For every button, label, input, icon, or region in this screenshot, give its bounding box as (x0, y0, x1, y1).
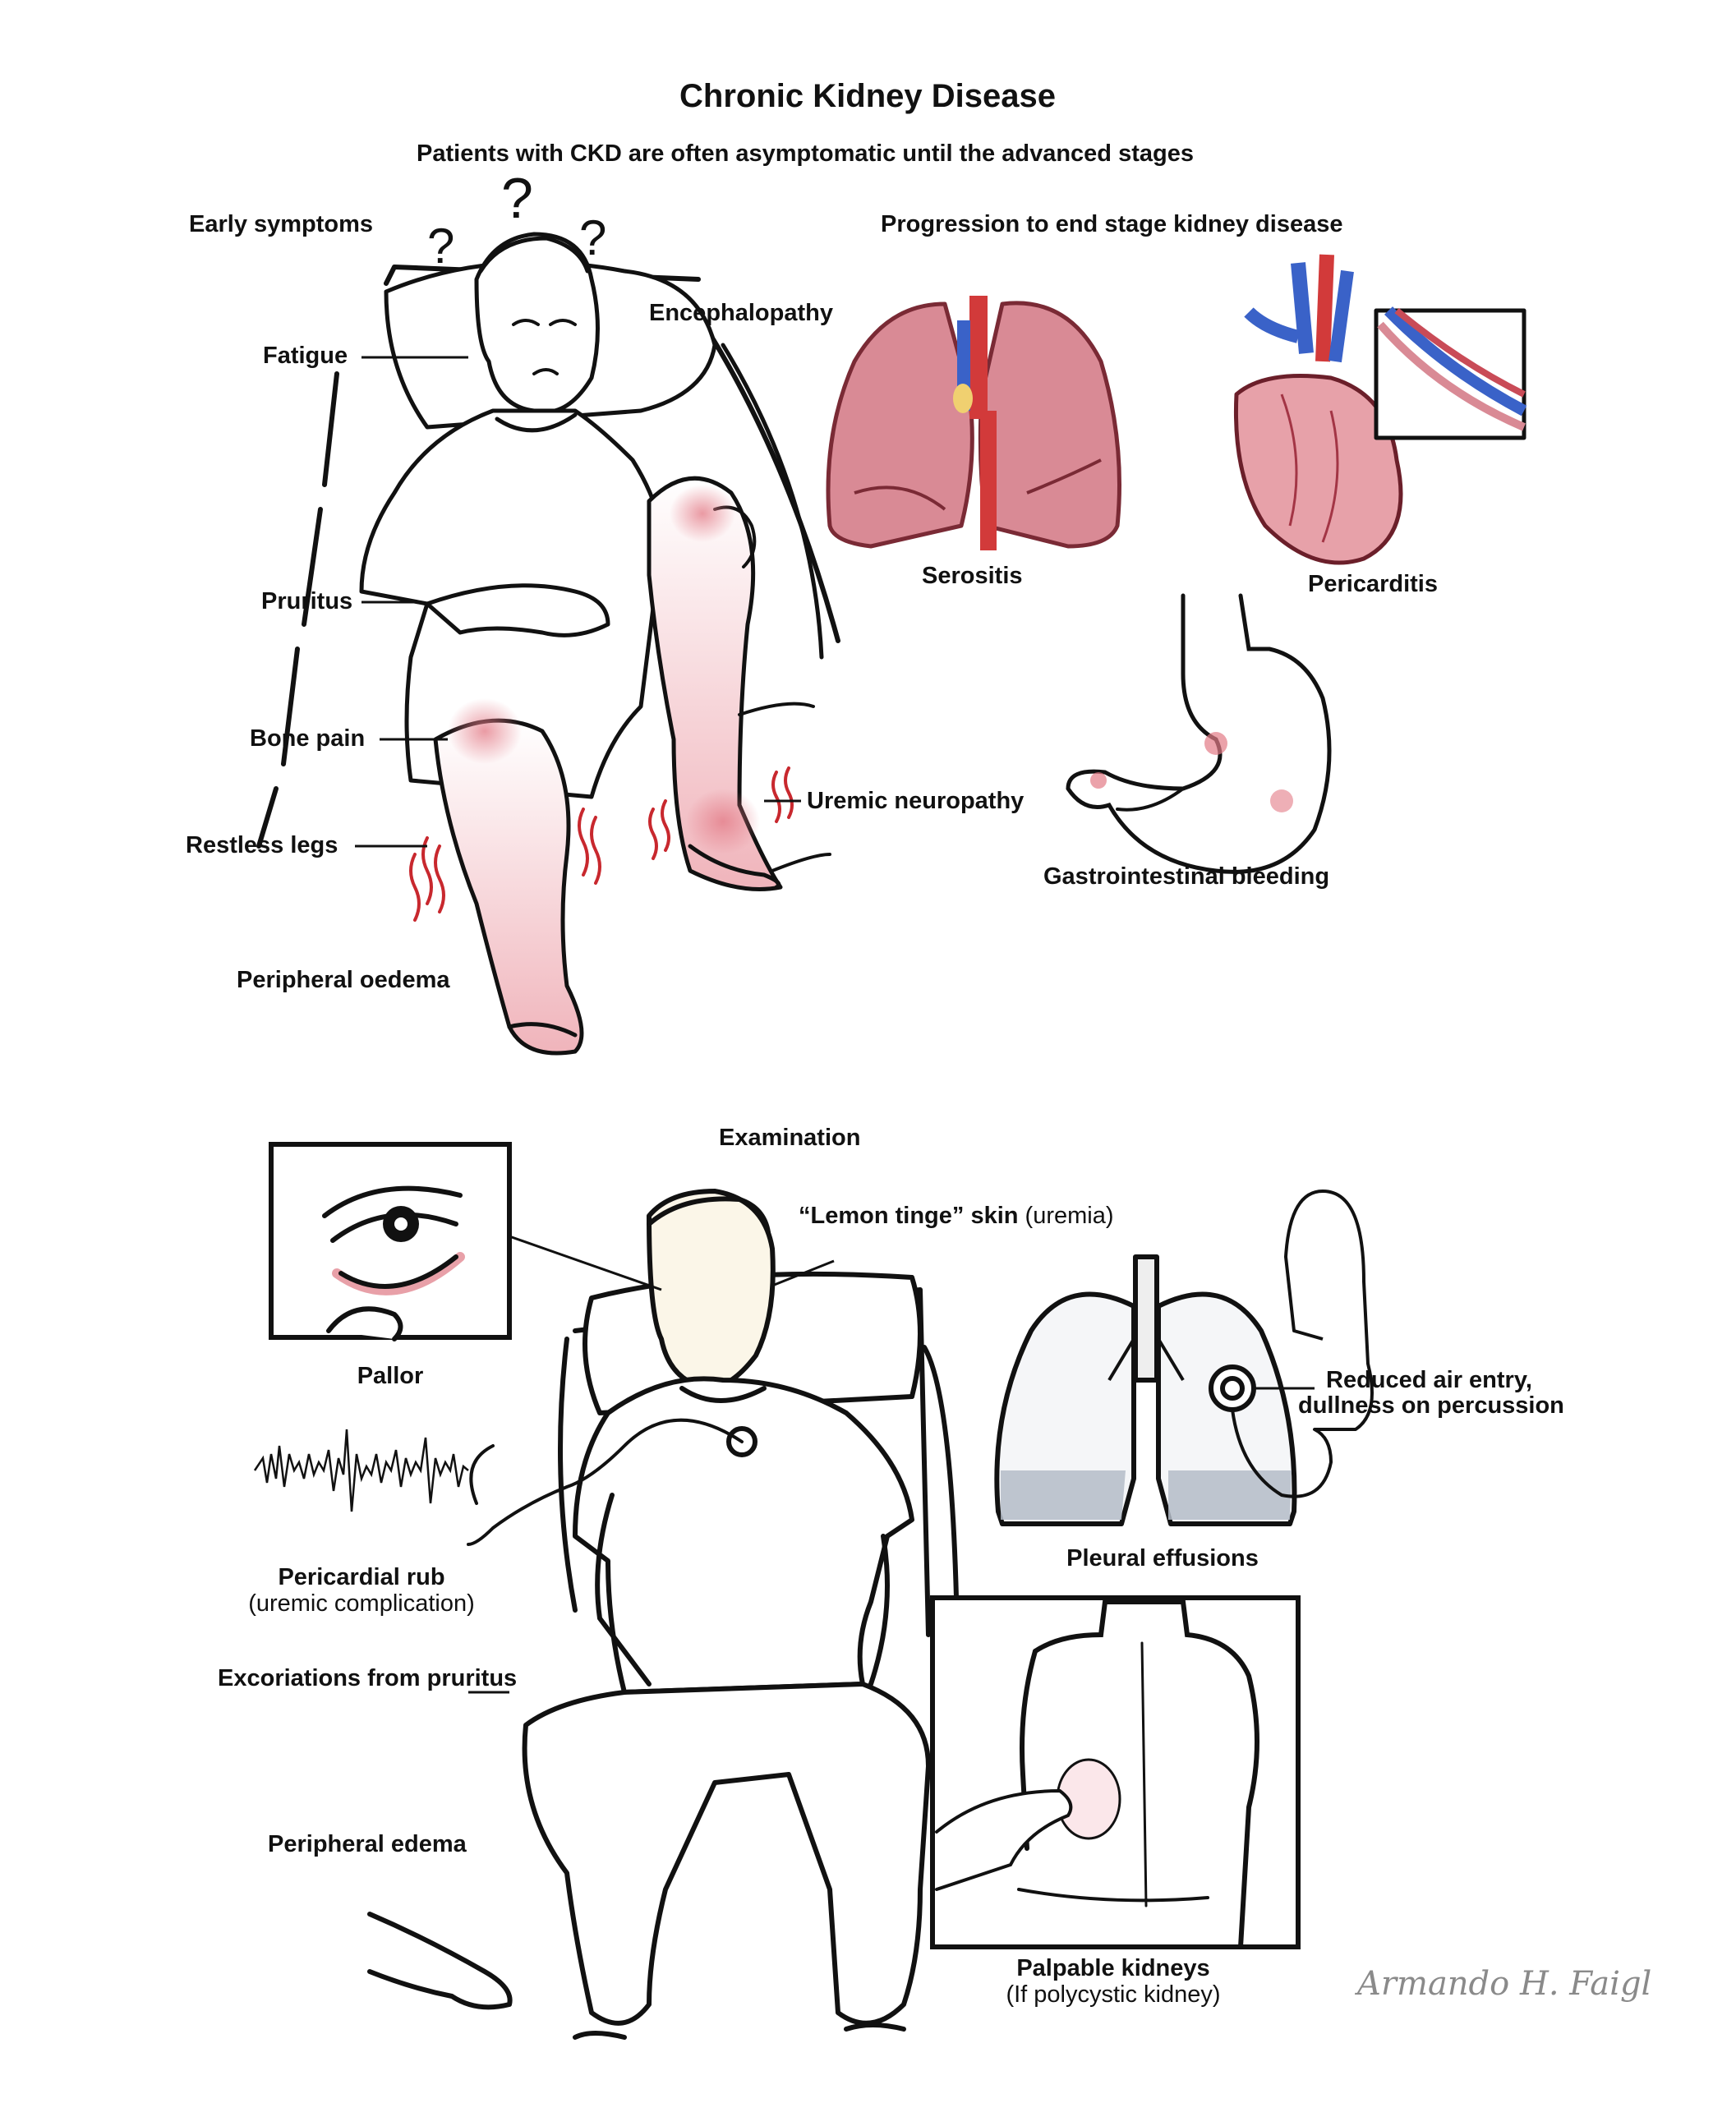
knee-glow (670, 485, 735, 542)
label-uremic-neuropathy: Uremic neuropathy (807, 788, 1025, 814)
early-symptoms-figure: ? ? ? (256, 166, 840, 1056)
foot-glow (686, 789, 760, 854)
label-pruritus: Pruritus (261, 588, 353, 614)
early-leader-lines (355, 356, 801, 848)
label-pericardial-rub: Pericardial rub (278, 1564, 445, 1590)
exam-figure (367, 1189, 960, 2040)
label-lemon-tinge: “Lemon tinge” skin (uremia) (799, 1203, 1114, 1230)
label-bone-pain: Bone pain (250, 725, 366, 752)
progression-heading: Progression to end stage kidney disease (881, 211, 1343, 237)
palpable-kidneys-inset (930, 1595, 1301, 1949)
tremor-marks (409, 766, 794, 922)
svg-text:?: ? (501, 166, 533, 230)
label-pericardial-rub-sub: (uremic complication) (248, 1590, 475, 1617)
label-reduced-air-entry: Reduced air entry, (1326, 1367, 1532, 1393)
stomach-gi-bleeding (1066, 593, 1332, 874)
label-dullness-percussion: dullness on percussion (1298, 1392, 1564, 1419)
label-restless-legs: Restless legs (186, 832, 338, 858)
label-lemon-tinge-rest: (uremia) (1018, 1203, 1114, 1229)
label-pericarditis: Pericarditis (1308, 571, 1438, 597)
label-peripheral-edema: Peripheral edema (268, 1831, 467, 1857)
label-gi-bleeding: Gastrointestinal bleeding (1043, 863, 1330, 890)
lungs-pleural-effusion (994, 1190, 1374, 1526)
label-serositis: Serositis (922, 563, 1023, 589)
label-palpable-kidneys-sub: (If polycystic kidney) (1006, 1981, 1221, 2008)
exam-leader-lines (468, 1235, 1315, 1694)
svg-text:?: ? (427, 219, 454, 274)
label-peripheral-oedema: Peripheral oedema (237, 967, 450, 993)
early-symptoms-heading: Early symptoms (189, 211, 374, 237)
label-lemon-tinge-bold: “Lemon tinge” skin (799, 1203, 1019, 1229)
artist-signature: Armando H. Faigl (1357, 1965, 1652, 2003)
label-pleural-effusions: Pleural effusions (1066, 1545, 1259, 1571)
label-encephalopathy: Encephalopathy (649, 300, 833, 326)
label-excoriations: Excoriations from pruritus (218, 1665, 518, 1691)
label-fatigue: Fatigue (263, 343, 348, 369)
lungs-serositis (826, 296, 1121, 550)
pallor-inset (269, 1142, 512, 1341)
bone-pain-glow (448, 698, 522, 764)
heart-pericarditis (1233, 254, 1527, 565)
examination-heading: Examination (719, 1125, 861, 1151)
label-palpable-kidneys: Palpable kidneys (1016, 1955, 1210, 1981)
label-pallor: Pallor (357, 1363, 424, 1389)
page-subtitle: Patients with CKD are often asymptomatic… (417, 140, 1194, 167)
page-title: Chronic Kidney Disease (679, 78, 1056, 114)
pericardial-rub-trace (253, 1429, 469, 1512)
